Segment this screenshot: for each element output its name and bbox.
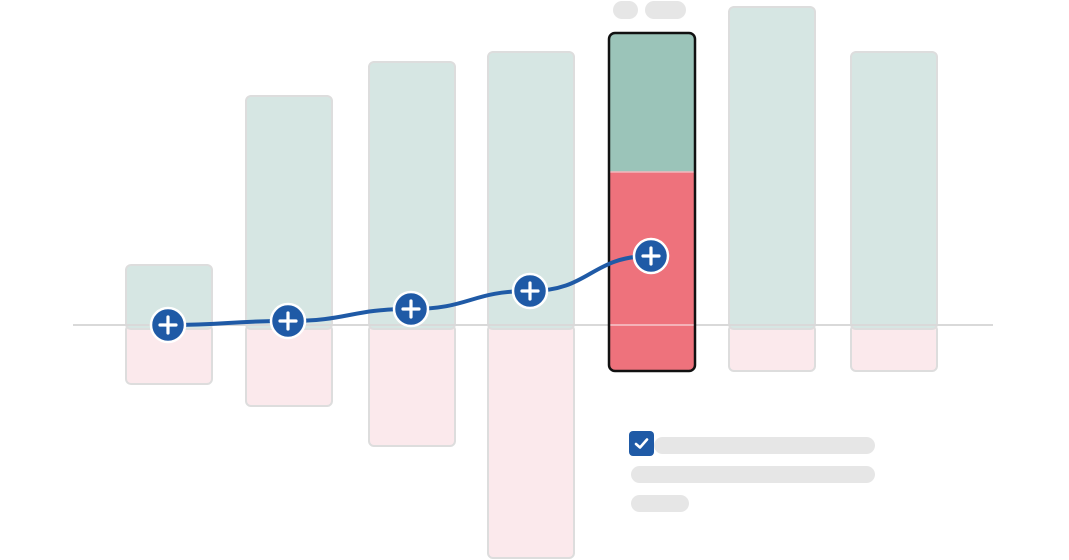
bar-positive[interactable] [487, 51, 575, 330]
bar-negative[interactable] [850, 324, 938, 372]
header-placeholder-long [645, 1, 686, 19]
legend-checkbox[interactable] [629, 431, 654, 456]
bar-negative[interactable] [487, 324, 575, 559]
bar-positive[interactable] [368, 61, 456, 330]
marker-plus [520, 281, 540, 301]
bar-negative[interactable] [728, 324, 816, 372]
plus-circle-icon[interactable] [392, 290, 430, 328]
bar-negative[interactable] [368, 324, 456, 447]
plus-circle-icon[interactable] [149, 306, 187, 344]
bar-positive[interactable] [245, 95, 333, 330]
bar-highlighted-positive[interactable] [609, 33, 695, 172]
marker-plus [641, 246, 661, 266]
legend-placeholder-line-1 [654, 437, 875, 454]
bar-positive[interactable] [850, 51, 938, 330]
plus-circle-icon[interactable] [511, 272, 549, 310]
bar-positive-join [852, 321, 936, 325]
plus-circle-icon[interactable] [632, 237, 670, 275]
plus-circle-icon[interactable] [269, 302, 307, 340]
legend-placeholder-line-2 [631, 466, 875, 483]
header-placeholder-short [613, 1, 638, 19]
marker-plus [278, 311, 298, 331]
highlight-layer [607, 31, 697, 373]
bar-positive[interactable] [728, 6, 816, 330]
bar-positive-join [489, 321, 573, 325]
bar-highlighted-outline [607, 31, 697, 373]
marker-plus [401, 299, 421, 319]
legend-placeholder-line-3 [631, 495, 689, 512]
markers-layer [149, 237, 670, 344]
bar-positive-join [730, 321, 814, 325]
marker-plus [158, 315, 178, 335]
bar-highlighted-group[interactable] [609, 33, 695, 371]
checkmark-icon [634, 438, 649, 449]
